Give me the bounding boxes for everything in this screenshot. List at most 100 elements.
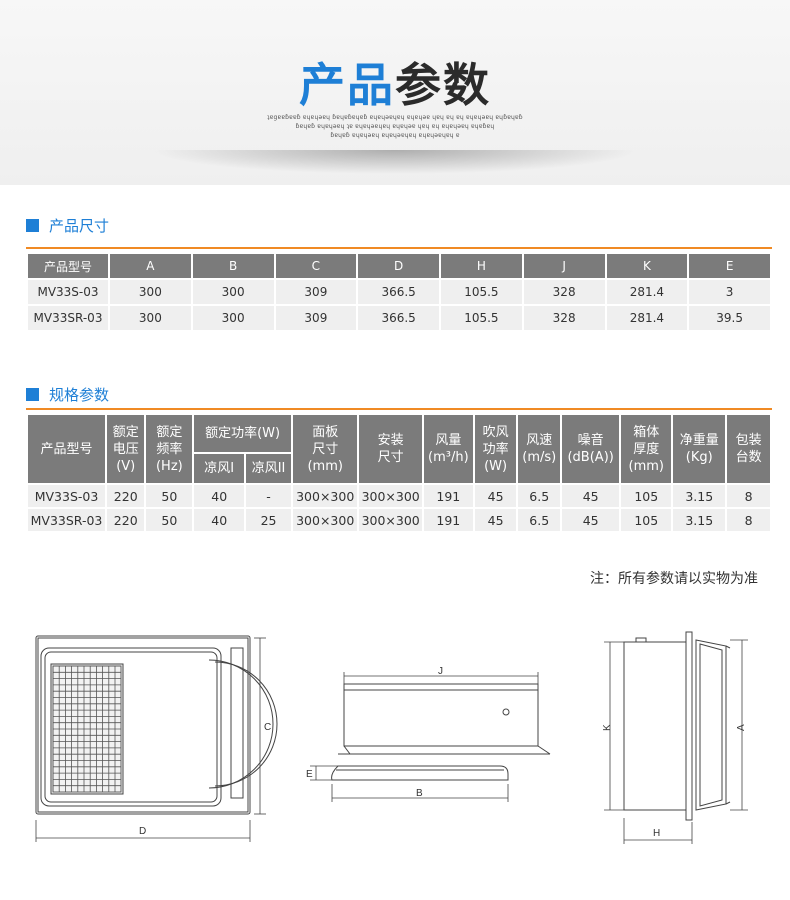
- end-box: [623, 641, 687, 811]
- label-j: J: [438, 666, 443, 677]
- table-cell: 25: [246, 509, 291, 531]
- banner-shadow: [150, 150, 640, 174]
- col-header-wind-speed: 风速 (m/s): [518, 415, 561, 483]
- table-cell: 50: [146, 509, 193, 531]
- col-header-install: 安装 尺寸: [359, 415, 422, 483]
- col-header-k: K: [606, 254, 688, 278]
- table-cell: 105.5: [441, 306, 522, 330]
- col-header-airflow: 风量 (m³/h): [423, 415, 473, 483]
- table-cell: 300×300: [292, 485, 358, 507]
- header-line: 包装: [735, 433, 762, 448]
- header-line: (m³/h): [428, 450, 469, 465]
- col-header-packing: 包装 台数: [727, 415, 770, 483]
- col-header-j: J: [523, 254, 605, 278]
- square-bullet-icon: [26, 218, 39, 232]
- dimensions-heading-label: 产品尺寸: [49, 216, 110, 235]
- col-header-e: E: [689, 254, 770, 278]
- table-cell: 300: [192, 306, 274, 330]
- subtitle: ʇɐgɐɐɓɐɐɓ ɐɥɐɥǝɐɥ ɓɐɥɐɓɐɥɐɓ ɐɥɐɥǝɐɥɐɥ ɐɥ…: [260, 113, 530, 140]
- header-line: 风速: [526, 433, 553, 448]
- header-line: 功率: [482, 441, 509, 457]
- front-outer-frame: [35, 635, 251, 815]
- orange-divider: [26, 408, 772, 410]
- header-line: (mm): [307, 458, 343, 474]
- header-line: 厚度: [633, 441, 660, 457]
- table-cell: 300: [110, 306, 191, 330]
- side-box: [343, 683, 539, 747]
- header-line: 噪音: [577, 433, 604, 448]
- table-cell: 45: [474, 509, 517, 531]
- col-header-net-weight: 净重量 (Kg): [673, 415, 726, 483]
- table-cell: MV33SR-03: [28, 306, 108, 330]
- table-cell: -: [246, 485, 291, 507]
- header-line: 额定: [112, 424, 139, 440]
- front-view-diagram: C D: [35, 635, 278, 842]
- table-cell: 3.15: [673, 509, 726, 531]
- end-tab: [635, 637, 647, 643]
- dimensions-table: 产品型号 A B C D H J K E MV33S-03 300 300 30…: [26, 252, 772, 332]
- col-header-voltage: 额定 电压 (V): [107, 415, 145, 483]
- table-cell: 3.15: [673, 485, 726, 507]
- label-b: B: [416, 788, 423, 799]
- table-cell: 281.4: [606, 280, 688, 304]
- table-cell: 105: [621, 509, 672, 531]
- table-cell: 328: [523, 280, 605, 304]
- table-cell: 39.5: [689, 306, 770, 330]
- col-header-blow-power: 吹风 功率 (W): [474, 415, 517, 483]
- front-panel-inner: [44, 651, 218, 803]
- label-d: D: [139, 826, 146, 837]
- end-flange: [685, 631, 693, 821]
- front-side-panel: [230, 647, 244, 799]
- front-inner-frame: [37, 637, 249, 813]
- header-line: (mm): [628, 458, 664, 474]
- col-header-noise: 噪音 (dB(A)): [562, 415, 620, 483]
- header-line: (dB(A)): [567, 450, 614, 465]
- front-panel: [40, 647, 222, 807]
- label-k: K: [602, 724, 613, 731]
- table-cell: 309: [275, 280, 357, 304]
- dimensions-heading: 产品尺寸: [26, 216, 110, 235]
- header-line: (Kg): [685, 450, 713, 465]
- table-cell: 366.5: [358, 306, 439, 330]
- col-header-power-2: 凉风II: [246, 454, 291, 483]
- table-header-row: 产品型号 A B C D H J K E: [28, 254, 770, 278]
- table-cell: 300: [192, 280, 274, 304]
- col-header-a: A: [110, 254, 191, 278]
- table-cell: 6.5: [518, 485, 561, 507]
- front-arc: [208, 659, 274, 789]
- table-cell: 300: [110, 280, 191, 304]
- note-text: 注：所有参数请以实物为准: [590, 571, 758, 587]
- header-line: 面板: [312, 424, 339, 440]
- table-cell: 105.5: [441, 280, 522, 304]
- subtitle-line1: ʇɐgɐɐɓɐɐɓ ɐɥɐɥǝɐɥ ɓɐɥɐɓɐɥɐɓ ɐɥɐɥǝɐɥɐɥ ɐɥ…: [267, 114, 523, 121]
- table-row: MV33SR-03 220 50 40 25 300×300 300×300 1…: [28, 509, 770, 531]
- subtitle-line3: ɓɐɥɐɓ ɐɥɐɥǝɐɥ ɐɥɐɥǝɐɥɐɥ ɐɥɐɥǝɐɥɐɥ ɐ: [330, 132, 460, 139]
- col-header-power-1: 凉风I: [194, 454, 245, 483]
- table-cell: 220: [107, 485, 145, 507]
- table-cell: 191: [423, 509, 473, 531]
- label-a: A: [736, 724, 747, 731]
- table-row: MV33SR-03 300 300 309 366.5 105.5 328 28…: [28, 306, 770, 330]
- table-cell: MV33SR-03: [28, 509, 105, 531]
- table-cell: 40: [194, 509, 245, 531]
- table-cell: 8: [727, 509, 770, 531]
- table-cell: 6.5: [518, 509, 561, 531]
- header-line: (Hz): [155, 458, 183, 474]
- table-cell: 45: [562, 485, 620, 507]
- header-line: 频率: [156, 441, 183, 457]
- table-cell: 3: [689, 280, 770, 304]
- specs-table: 产品型号 额定 电压 (V) 额定 频率 (Hz) 额定功率(W) 面板 尺寸 …: [26, 413, 772, 533]
- grille-lines: [52, 665, 121, 792]
- label-c: C: [264, 722, 271, 733]
- col-header-panel: 面板 尺寸 (mm): [292, 415, 358, 483]
- table-cell: 8: [727, 485, 770, 507]
- front-arc-inner: [214, 661, 278, 787]
- header-line: 尺寸: [377, 450, 404, 465]
- col-header-d: D: [358, 254, 439, 278]
- table-cell: 45: [474, 485, 517, 507]
- table-cell: 309: [275, 306, 357, 330]
- table-cell: 300×300: [359, 485, 422, 507]
- header-line: (W): [484, 458, 508, 474]
- table-cell: 191: [423, 485, 473, 507]
- square-bullet-icon: [26, 387, 39, 401]
